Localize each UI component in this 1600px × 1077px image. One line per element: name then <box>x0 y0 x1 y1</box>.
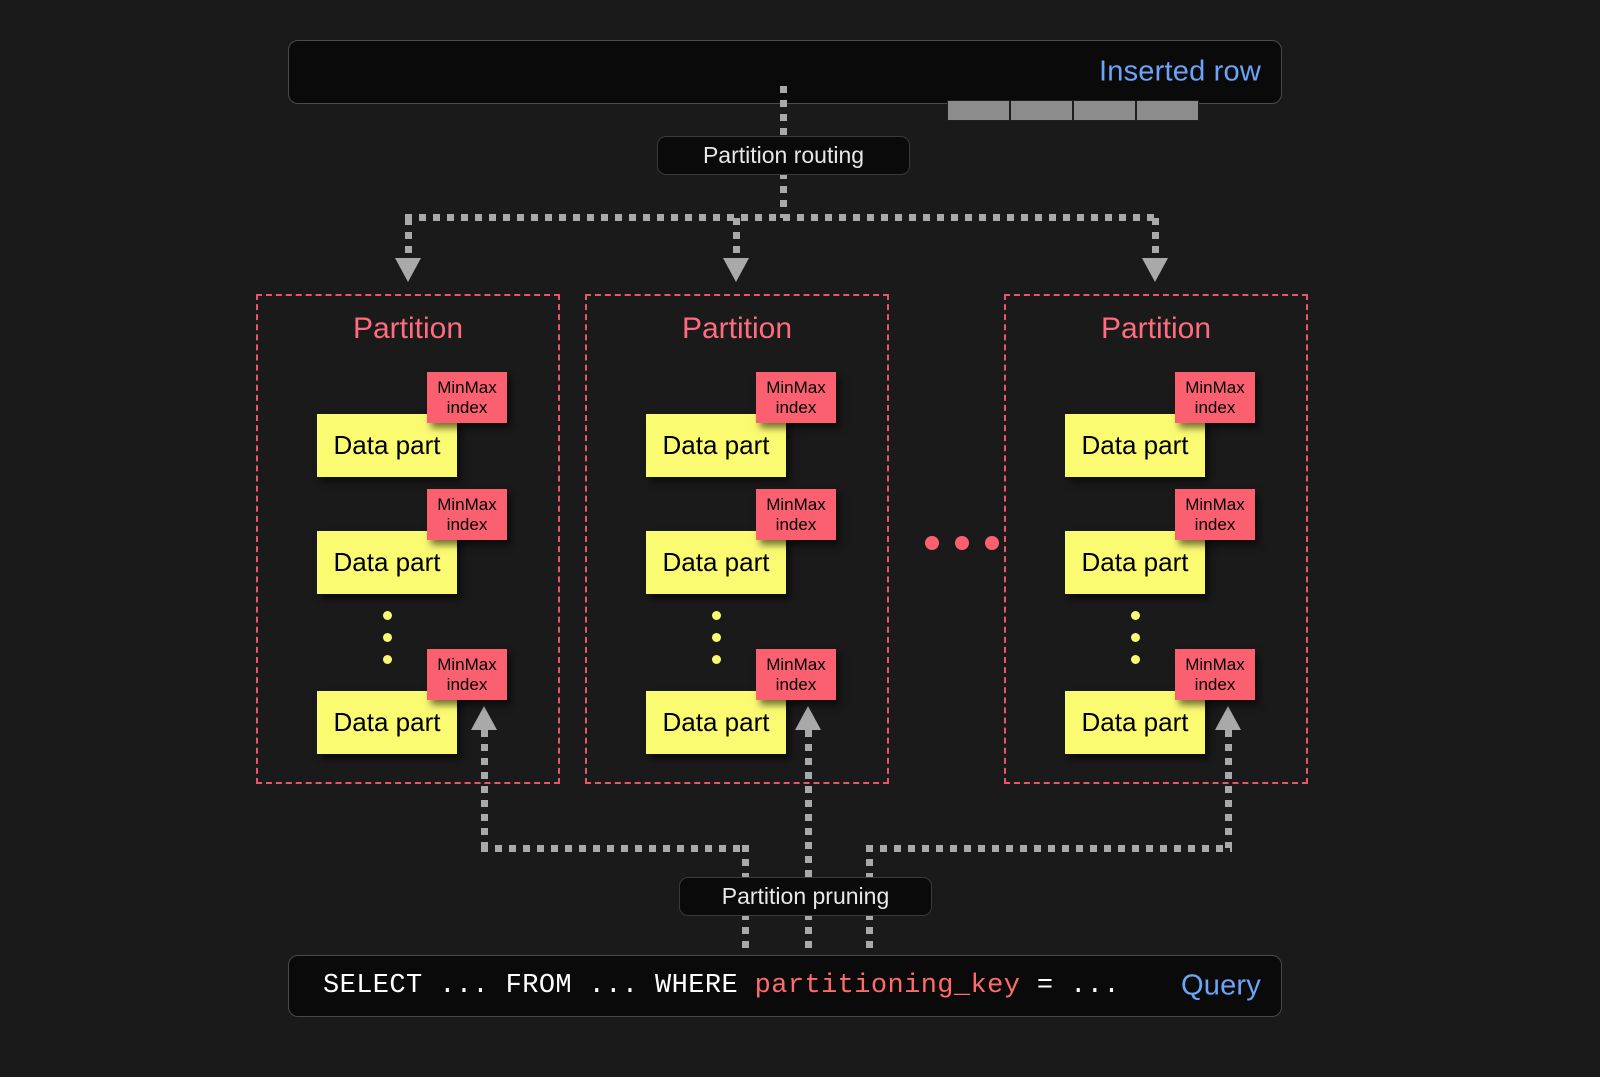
arrowhead-pruning-1 <box>471 706 497 730</box>
query-sql-keyword: partitioning_key <box>754 971 1021 1001</box>
minmax-index-line1: MinMax <box>1185 655 1245 675</box>
arrowhead-partition-1 <box>395 258 421 282</box>
ellipsis-dot <box>985 536 999 550</box>
minmax-index-box: MinMax index <box>427 372 507 423</box>
data-part-box: Data part <box>1065 691 1205 754</box>
ellipsis-dot <box>712 655 721 664</box>
partition-routing-label: Partition routing <box>702 142 865 168</box>
minmax-index-line1: MinMax <box>437 495 497 515</box>
minmax-index-line2: index <box>446 397 488 417</box>
ellipsis-dot <box>1131 655 1140 664</box>
minmax-index-box: MinMax index <box>756 372 836 423</box>
connector-routing-drop-1 <box>405 218 412 264</box>
partition-pruning-box: Partition pruning <box>679 877 932 916</box>
connector-routing-stem <box>780 172 787 218</box>
arrowhead-partition-2 <box>723 258 749 282</box>
data-part-ellipsis <box>712 611 721 664</box>
connector-routing-drop-3 <box>1152 218 1159 264</box>
partition-title: Partition <box>681 312 793 345</box>
ellipsis-dot <box>383 611 392 620</box>
ellipsis-dot <box>383 655 392 664</box>
connector-routing-drop-2 <box>733 218 740 264</box>
minmax-index-line2: index <box>775 397 817 417</box>
data-part-box: Data part <box>646 531 786 594</box>
ellipsis-dot <box>955 536 969 550</box>
minmax-index-box: MinMax index <box>427 649 507 700</box>
arrowhead-partition-3 <box>1142 258 1168 282</box>
partition-box-2: Partition MinMax index Data part MinMax … <box>585 294 889 784</box>
query-bar: SELECT ... FROM ... WHERE partitioning_k… <box>288 955 1282 1017</box>
data-part-box: Data part <box>317 414 457 477</box>
arrowhead-pruning-3 <box>1215 706 1241 730</box>
connector-pruning-bus-right <box>866 845 1232 852</box>
minmax-index-line2: index <box>446 514 488 534</box>
minmax-index-box: MinMax index <box>1175 372 1255 423</box>
data-part-box: Data part <box>646 414 786 477</box>
data-part-box: Data part <box>317 691 457 754</box>
minmax-index-box: MinMax index <box>756 649 836 700</box>
arrowhead-pruning-2 <box>795 706 821 730</box>
data-part-box: Data part <box>317 531 457 594</box>
minmax-index-line1: MinMax <box>766 495 826 515</box>
minmax-index-line1: MinMax <box>437 655 497 675</box>
connector-pruning-up-3 <box>1225 730 1232 848</box>
query-label: Query <box>1181 969 1261 1002</box>
data-part-ellipsis <box>1131 611 1140 664</box>
connector-row-to-routing <box>780 86 787 140</box>
ellipsis-dot <box>712 611 721 620</box>
ellipsis-dot <box>383 633 392 642</box>
row-cell <box>947 100 1010 121</box>
data-part-box: Data part <box>646 691 786 754</box>
connector-pruning-to-query-2 <box>805 913 812 957</box>
ellipsis-dot <box>712 633 721 642</box>
minmax-index-line2: index <box>1194 397 1236 417</box>
inserted-row-label: Inserted row <box>1099 55 1261 88</box>
data-part-box: Data part <box>1065 414 1205 477</box>
partition-box-1: Partition MinMax index Data part MinMax … <box>256 294 560 784</box>
partition-pruning-label: Partition pruning <box>721 883 890 909</box>
inserted-row-cells <box>947 100 1199 121</box>
partition-routing-box: Partition routing <box>657 136 910 175</box>
minmax-index-line2: index <box>775 674 817 694</box>
minmax-index-line1: MinMax <box>766 378 826 398</box>
connector-pruning-down-right <box>866 845 873 881</box>
connector-pruning-bus-left <box>481 845 749 852</box>
row-cell <box>1010 100 1073 121</box>
minmax-index-box: MinMax index <box>756 489 836 540</box>
partition-title: Partition <box>352 312 464 345</box>
minmax-index-line1: MinMax <box>1185 495 1245 515</box>
minmax-index-box: MinMax index <box>1175 489 1255 540</box>
connector-pruning-up-1 <box>481 730 488 848</box>
connector-routing-bus <box>405 214 1157 221</box>
connector-pruning-up-2 <box>805 730 812 881</box>
partition-title: Partition <box>1100 312 1212 345</box>
connector-pruning-to-query-1 <box>742 913 749 957</box>
data-part-box: Data part <box>1065 531 1205 594</box>
data-part-ellipsis <box>383 611 392 664</box>
partition-ellipsis <box>925 536 999 550</box>
minmax-index-line1: MinMax <box>766 655 826 675</box>
connector-pruning-down-left <box>742 845 749 881</box>
query-sql-text: SELECT ... FROM ... WHERE partitioning_k… <box>323 971 1120 1001</box>
connector-pruning-to-query-3 <box>866 913 873 957</box>
query-sql-suffix: = ... <box>1020 971 1120 1001</box>
query-sql-prefix: SELECT ... FROM ... WHERE <box>323 971 755 1001</box>
ellipsis-dot <box>925 536 939 550</box>
minmax-index-line2: index <box>1194 674 1236 694</box>
minmax-index-box: MinMax index <box>1175 649 1255 700</box>
minmax-index-line2: index <box>446 674 488 694</box>
minmax-index-line1: MinMax <box>437 378 497 398</box>
minmax-index-line2: index <box>1194 514 1236 534</box>
minmax-index-line1: MinMax <box>1185 378 1245 398</box>
ellipsis-dot <box>1131 633 1140 642</box>
ellipsis-dot <box>1131 611 1140 620</box>
minmax-index-line2: index <box>775 514 817 534</box>
row-cell <box>1073 100 1136 121</box>
minmax-index-box: MinMax index <box>427 489 507 540</box>
row-cell <box>1136 100 1199 121</box>
partition-box-3: Partition MinMax index Data part MinMax … <box>1004 294 1308 784</box>
